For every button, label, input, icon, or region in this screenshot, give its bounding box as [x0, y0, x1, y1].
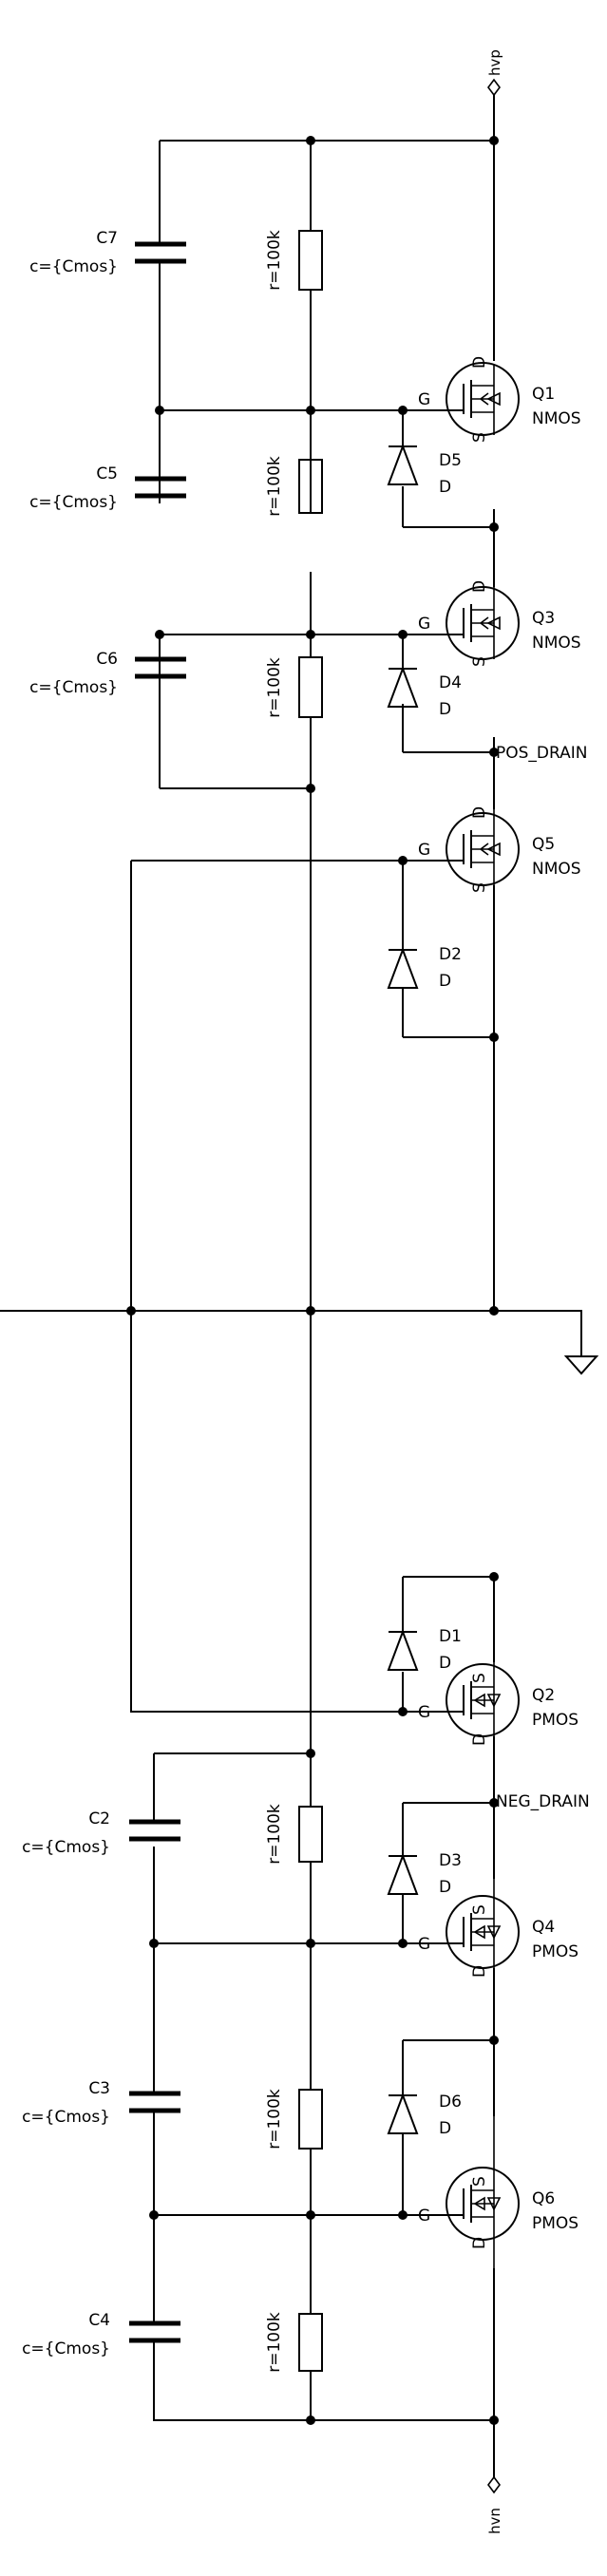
gate-pin-label: G: [418, 1703, 430, 1722]
resistor-6: r=100k: [265, 2312, 323, 2373]
gate-pin-label: G: [418, 2207, 430, 2226]
source-pin-label: S: [470, 2176, 489, 2187]
port-hvn: hvn: [486, 2470, 503, 2534]
capacitor-name: C5: [96, 464, 118, 483]
resistor-5: r=100k: [265, 2089, 323, 2150]
transistor-model: PMOS: [532, 2214, 579, 2233]
transistor-model: PMOS: [532, 1942, 579, 1961]
transistor-name: Q3: [532, 609, 555, 628]
resistors: r=100k r=100k r=100k r=100k r=100k r=100…: [265, 230, 323, 2373]
resistor-value: r=100k: [265, 230, 284, 291]
transistor-name: Q1: [532, 385, 555, 404]
diode-model: D: [439, 2119, 451, 2138]
diode-d2: D2 D: [387, 945, 462, 991]
gate-pin-label: G: [418, 615, 430, 634]
diode-d5: D5 D: [387, 444, 462, 497]
diode-d6: D6 D: [387, 2093, 462, 2138]
diode-name: D5: [439, 451, 462, 470]
diode-name: D6: [439, 2093, 462, 2112]
capacitor-value: c={Cmos}: [29, 493, 118, 512]
capacitor-c7: C7 c={Cmos}: [29, 225, 186, 278]
diode-d3: D3 D: [387, 1851, 462, 1897]
transistor-name: Q6: [532, 2189, 555, 2208]
resistor-value: r=100k: [265, 2089, 284, 2150]
diode-model: D: [439, 1878, 451, 1897]
diode-model: D: [439, 1654, 451, 1673]
diode-d4: D4 D: [387, 666, 462, 719]
resistor-value: r=100k: [265, 456, 284, 517]
ground-symbol: [563, 1355, 599, 1375]
transistor-name: Q2: [532, 1686, 555, 1705]
capacitor-c5: C5 c={Cmos}: [29, 445, 186, 512]
capacitor-name: C4: [88, 2311, 110, 2330]
diode-name: D3: [439, 1851, 462, 1870]
capacitor-c4: C4 c={Cmos}: [22, 2311, 180, 2358]
capacitor-name: C2: [88, 1809, 110, 1828]
transistors: G D S Q1 NMOS G D S Q3 NMOS G D S Q5: [418, 356, 581, 2268]
drain-pin-label: D: [470, 2237, 489, 2249]
capacitor-name: C6: [96, 650, 118, 669]
diode-model: D: [439, 972, 451, 991]
port-label: hvp: [486, 49, 503, 76]
capacitor-name: C7: [96, 229, 118, 248]
capacitor-value: c={Cmos}: [22, 2108, 110, 2127]
source-pin-label: S: [470, 1673, 489, 1683]
junction-dots: [126, 136, 499, 2425]
diode-name: D1: [439, 1627, 462, 1646]
capacitor-name: C3: [88, 2079, 110, 2098]
source-pin-label: S: [470, 656, 489, 667]
capacitors: C7 c={Cmos} C5 c={Cmos} C6 c={Cmos} C2 c…: [22, 225, 186, 2358]
drain-pin-label: D: [470, 1965, 489, 1978]
gate-pin-label: G: [418, 841, 430, 860]
gate-pin-label: G: [418, 390, 430, 409]
capacitor-c3: C3 c={Cmos}: [22, 2079, 180, 2127]
capacitor-value: c={Cmos}: [29, 678, 118, 697]
port-label: hvn: [486, 2508, 503, 2534]
transistor-q5: G D S Q5 NMOS: [418, 806, 581, 1311]
capacitor-c2: C2 c={Cmos}: [22, 1809, 180, 1857]
drain-pin-label: D: [470, 580, 489, 593]
capacitor-c6: C6 c={Cmos}: [29, 635, 186, 698]
net-label-pos-drain: POS_DRAIN: [496, 744, 588, 763]
diode-model: D: [439, 700, 451, 719]
transistor-q1: G D S Q1 NMOS: [418, 356, 581, 443]
capacitor-value: c={Cmos}: [22, 2339, 110, 2358]
drain-pin-label: D: [470, 1733, 489, 1746]
resistor-value: r=100k: [265, 2312, 284, 2373]
transistor-q6: G S D Q6 PMOS: [418, 2116, 579, 2268]
drain-pin-label: D: [470, 356, 489, 369]
port-hvp: hvp: [486, 49, 503, 97]
capacitor-value: c={Cmos}: [29, 257, 118, 276]
diodes: D5 D D4 D D2 D D1 D D3 D D6 D: [387, 444, 462, 2138]
transistor-q2: G S D Q2 PMOS: [418, 1662, 579, 1803]
resistor-1: r=100k: [265, 230, 323, 291]
resistor-4: r=100k: [265, 1804, 323, 1865]
drain-pin-label: D: [470, 806, 489, 819]
resistor-3: r=100k: [265, 656, 323, 718]
transistor-model: NMOS: [532, 634, 581, 653]
transistor-model: NMOS: [532, 409, 581, 428]
resistor-value: r=100k: [265, 1804, 284, 1865]
gate-pin-label: G: [418, 1935, 430, 1954]
net-labels: hvp hvn POS_DRAIN NEG_DRAIN: [486, 49, 599, 2534]
net-label-neg-drain: NEG_DRAIN: [496, 1792, 590, 1811]
source-pin-label: S: [470, 882, 489, 893]
source-pin-label: S: [470, 432, 489, 443]
transistor-q3: G D S Q3 NMOS: [418, 580, 581, 667]
transistor-name: Q5: [532, 835, 555, 854]
transistor-q4: G S D Q4 PMOS: [418, 1879, 579, 2040]
diode-d1: D1 D: [387, 1627, 462, 1673]
diode-name: D4: [439, 673, 462, 692]
capacitor-value: c={Cmos}: [22, 1838, 110, 1857]
resistor-2: r=100k: [265, 456, 323, 517]
diode-name: D2: [439, 945, 462, 964]
source-pin-label: S: [470, 1904, 489, 1915]
diode-model: D: [439, 478, 451, 497]
transistor-name: Q4: [532, 1918, 555, 1937]
resistor-value: r=100k: [265, 657, 284, 718]
transistor-model: NMOS: [532, 860, 581, 879]
transistor-model: PMOS: [532, 1711, 579, 1730]
